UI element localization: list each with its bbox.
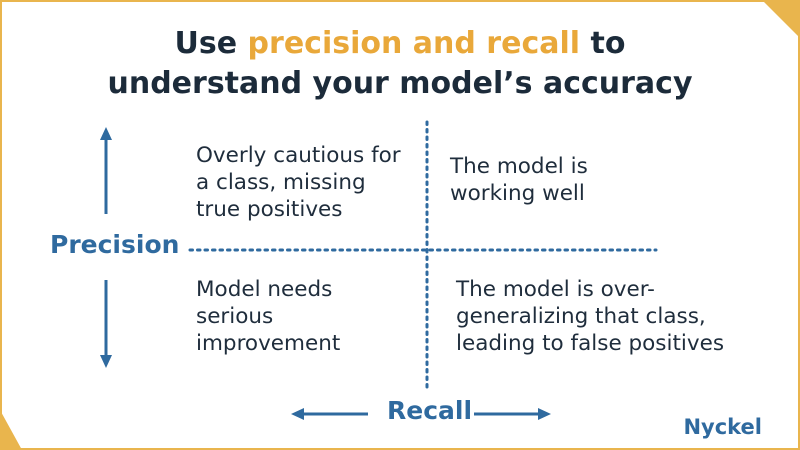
title-line-1: Use precision and recall to [0, 24, 800, 64]
quadrant-text-line: improvement [196, 331, 341, 356]
quadrant-text-line: a class, missing [196, 170, 366, 195]
quadrant-text-line: Overly cautious for [196, 143, 401, 168]
recall-right-arrow-head [538, 408, 551, 420]
corner-accent-bottom-left [0, 410, 22, 450]
recall-left-arrow-head [291, 408, 304, 420]
quadrant-top-left: Overly cautious for a class, missing tru… [196, 142, 421, 223]
precision-axis-label: Precision [50, 230, 180, 259]
quadrant-text-line: The model is [450, 154, 588, 179]
recall-axis-label: Recall [387, 396, 473, 425]
quadrant-bottom-right: The model is over- generalizing that cla… [456, 276, 766, 357]
title-prefix: Use [174, 26, 248, 61]
title-suffix: to [580, 26, 626, 61]
quadrant-bottom-left: Model needs serious improvement [196, 276, 421, 357]
precision-down-arrow-head [100, 355, 112, 368]
title-line-2: understand your model’s accuracy [107, 66, 693, 101]
quadrant-text-line: true positives [196, 197, 343, 222]
quadrant-text-line: leading to false positives [456, 331, 725, 356]
title-highlight: precision and recall [247, 26, 581, 61]
diagram-title: Use precision and recall to understand y… [0, 24, 800, 104]
quadrant-text-line: working well [450, 181, 585, 206]
quadrant-text-line: serious [196, 304, 274, 329]
quadrant-text-line: generalizing that class, [456, 304, 706, 329]
corner-accent-top-right [762, 0, 800, 38]
quadrant-text-line: The model is over- [456, 277, 655, 302]
quadrant-top-right: The model is working well [450, 153, 650, 207]
precision-up-arrow-head [100, 127, 112, 140]
nyckel-logo: Nyckel [683, 415, 762, 439]
quadrant-text-line: Model needs [196, 277, 333, 302]
